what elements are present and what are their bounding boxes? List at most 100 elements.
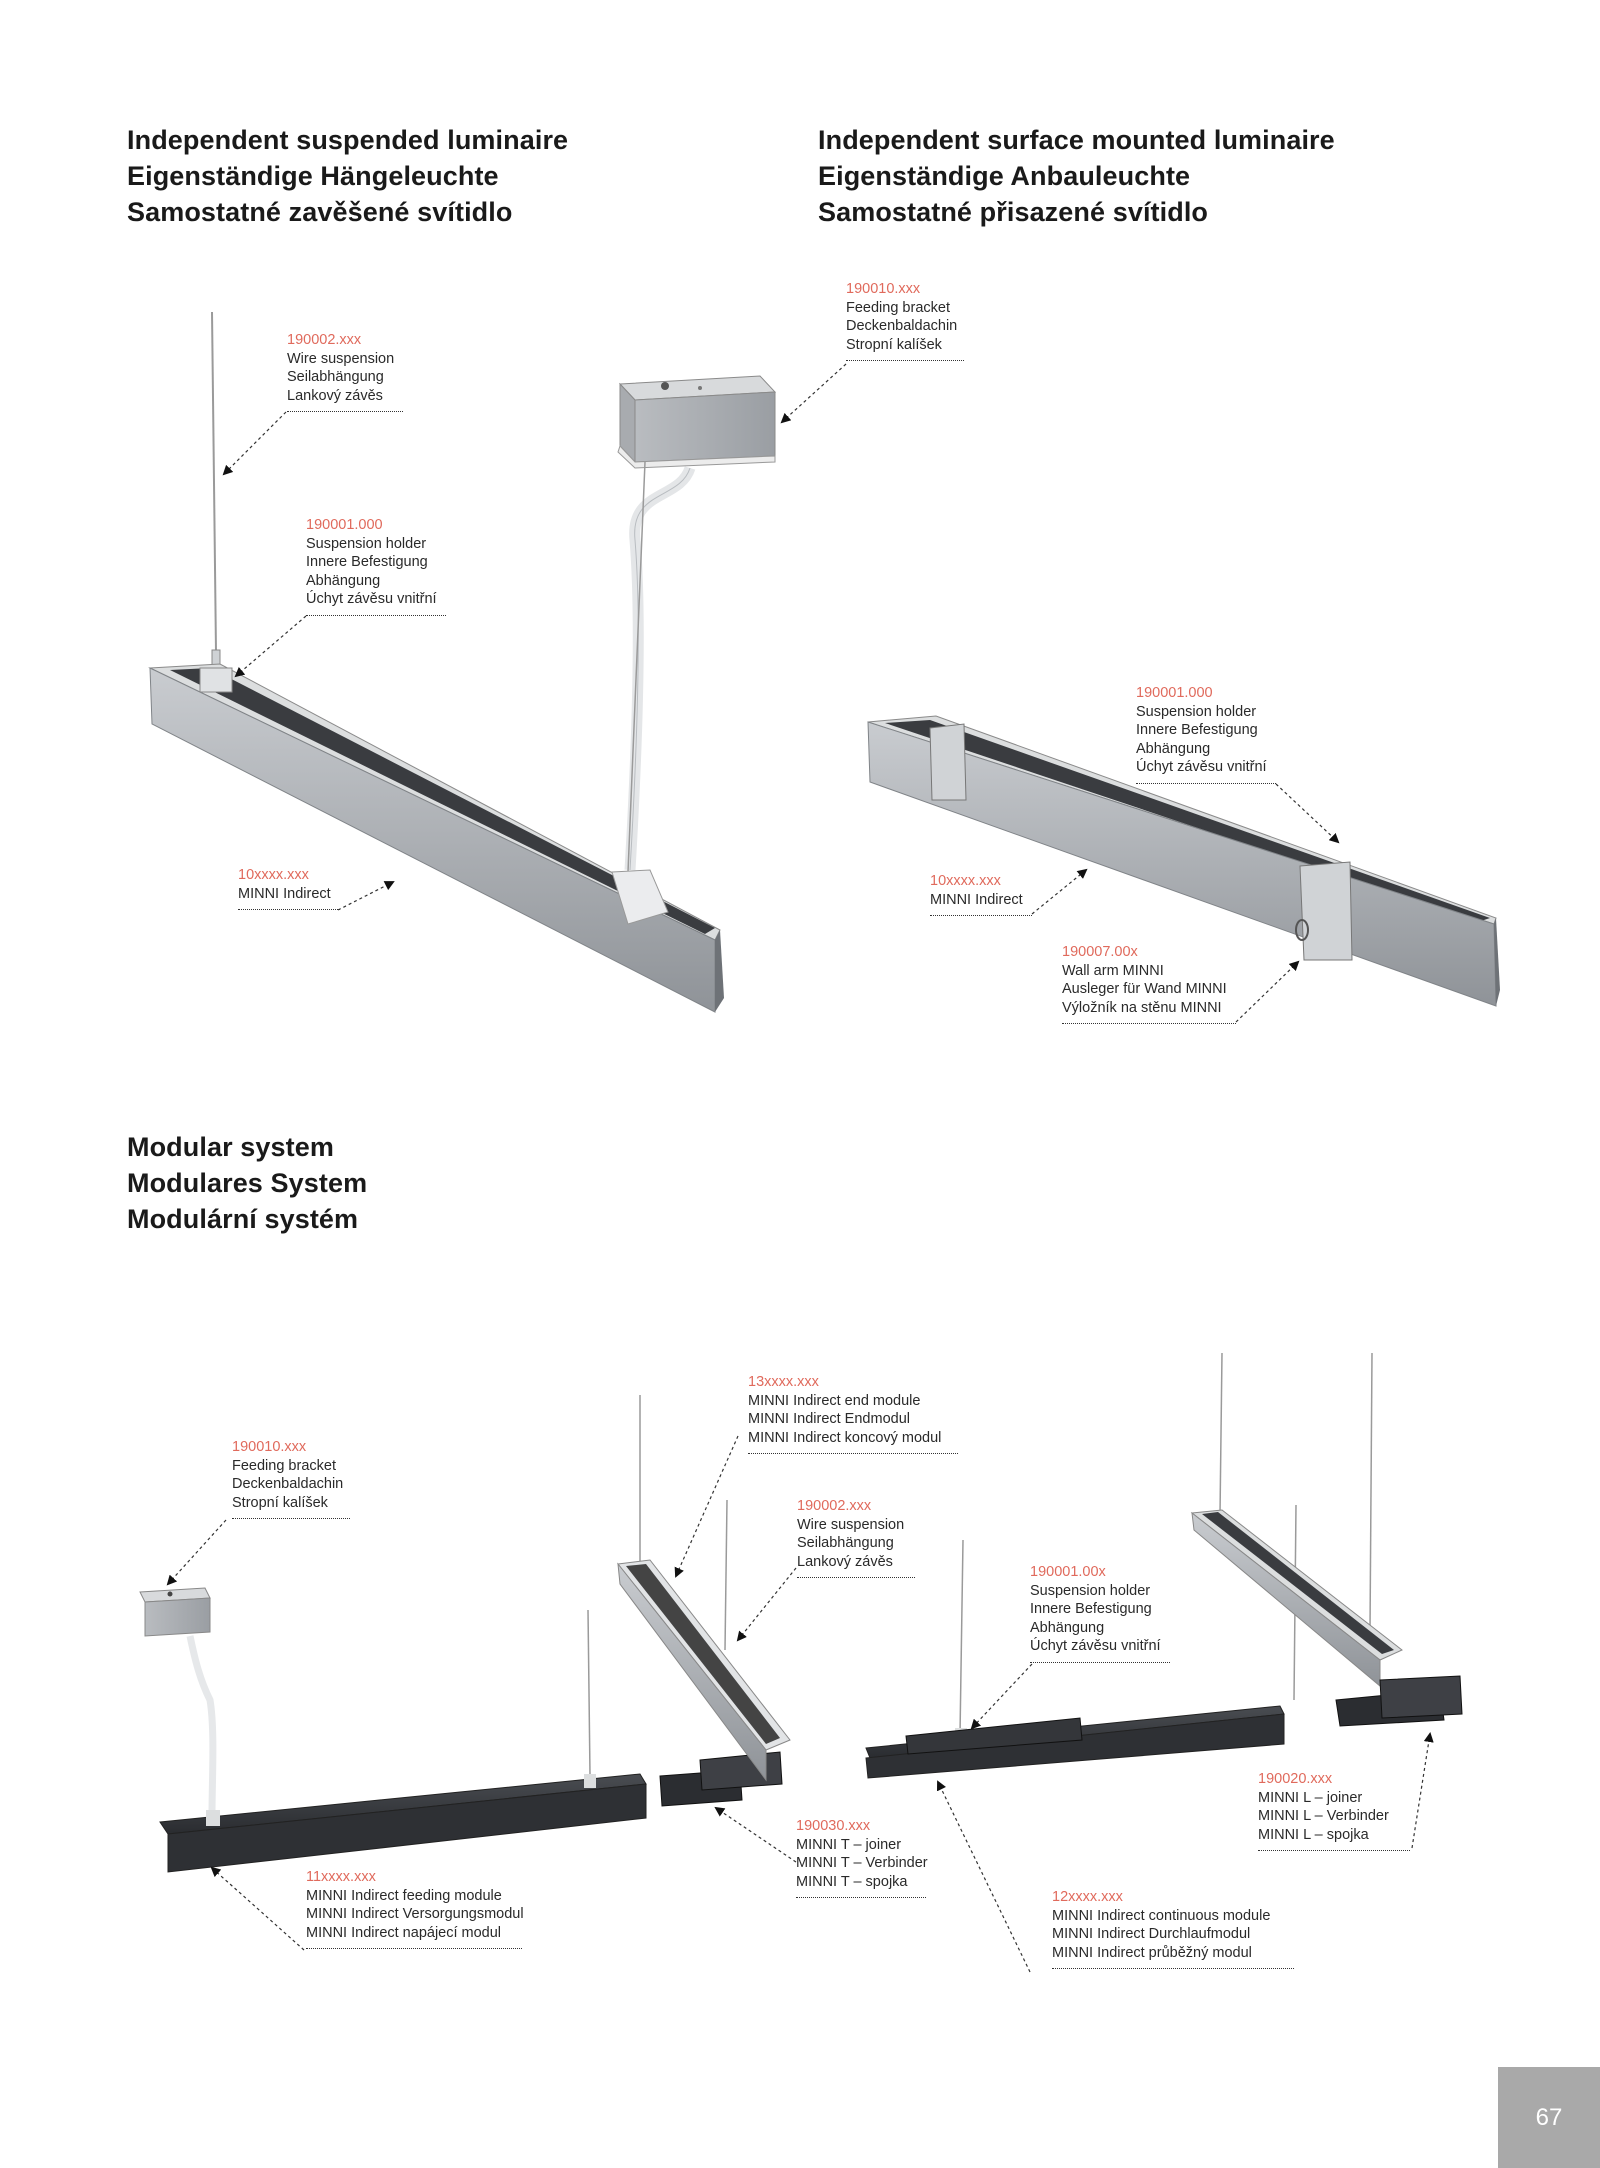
part-name: Innere Befestigung	[1030, 1601, 1152, 1617]
part-name: Innere Befestigung	[306, 554, 428, 570]
heading-line: Independent surface mounted luminaire	[818, 125, 1335, 155]
heading-line: Modulární systém	[127, 1204, 359, 1234]
callout-feeding-bracket: 190010.xxx Feeding bracket Deckenbaldach…	[846, 280, 964, 361]
part-name: MINNI Indirect napájecí modul	[306, 1924, 502, 1941]
part-name: Feeding bracket	[232, 1457, 336, 1474]
callout-end-module: 13xxxx.xxx MINNI Indirect end module MIN…	[748, 1373, 958, 1454]
part-code: 190010.xxx	[232, 1439, 307, 1455]
part-name: Stropní kalíšek	[232, 1494, 328, 1511]
part-name: Seilabhängung	[797, 1535, 894, 1551]
part-name: Lankový závěs	[287, 387, 383, 404]
callout-wire-suspension: 190002.xxx Wire suspension Seilabhängung…	[287, 331, 403, 412]
part-code: 190010.xxx	[846, 281, 921, 297]
part-name: MINNI Indirect continuous module	[1052, 1907, 1271, 1924]
heading-surface-luminaire: Independent surface mounted luminaire Ei…	[818, 122, 1335, 230]
part-name: MINNI Indirect koncový modul	[748, 1429, 942, 1446]
leader-line	[238, 903, 340, 910]
part-name: MINNI T – Verbinder	[796, 1855, 928, 1871]
leader-line	[1062, 1017, 1236, 1024]
part-code: 11xxxx.xxx	[306, 1869, 376, 1885]
part-code: 12xxxx.xxx	[1052, 1889, 1123, 1905]
part-name: Suspension holder	[1030, 1582, 1151, 1599]
part-name: MINNI Indirect průběžný modul	[1052, 1944, 1252, 1961]
part-name: MINNI L – spojka	[1258, 1826, 1369, 1843]
callout-minni-indirect: 10xxxx.xxx MINNI Indirect	[238, 866, 340, 910]
heading-suspended-luminaire: Independent suspended luminaire Eigenstä…	[127, 122, 568, 230]
surface-luminaire-illustration	[867, 715, 1500, 1007]
part-name: Úchyt závěsu vnitřní	[306, 591, 437, 607]
leader-line	[797, 1571, 915, 1578]
part-code: 10xxxx.xxx	[238, 867, 309, 883]
heading-modular-system: Modular system Modulares System Modulárn…	[127, 1129, 367, 1237]
part-code: 190001.000	[306, 517, 383, 533]
leader-line	[1052, 1962, 1294, 1969]
leader-line	[306, 1942, 522, 1949]
part-name: Feeding bracket	[846, 299, 950, 316]
part-name: Wire suspension	[797, 1516, 905, 1533]
part-name: Deckenbaldachin	[232, 1476, 344, 1492]
leader-line	[1136, 777, 1276, 784]
part-name: Innere Befestigung	[1136, 722, 1258, 738]
part-name: MINNI Indirect end module	[748, 1392, 921, 1409]
heading-line: Modulares System	[127, 1168, 368, 1198]
part-name: Seilabhängung	[287, 369, 384, 385]
part-name: Deckenbaldachin	[846, 318, 958, 334]
modular-system-illustration	[139, 1352, 1463, 1873]
part-code: 13xxxx.xxx	[748, 1374, 819, 1390]
callout-t-joiner: 190030.xxx MINNI T – joiner MINNI T – Ve…	[796, 1817, 928, 1898]
callout-continuous-module: 12xxxx.xxx MINNI Indirect continuous mod…	[1052, 1888, 1294, 1969]
page-number-tab: 67	[1498, 2067, 1600, 2168]
leader-line	[796, 1891, 926, 1898]
part-code: 190002.xxx	[797, 1498, 872, 1514]
part-name: MINNI L – joiner	[1258, 1789, 1363, 1806]
part-code: 190007.00x	[1062, 944, 1138, 960]
part-name: Wall arm MINNI	[1062, 962, 1164, 979]
part-name: MINNI Indirect feeding module	[306, 1887, 502, 1904]
part-code: 190001.00x	[1030, 1564, 1106, 1580]
part-name: Úchyt závěsu vnitřní	[1136, 759, 1267, 775]
page-number: 67	[1535, 2104, 1563, 2131]
part-name: Výložník na stěnu MINNI	[1062, 999, 1222, 1016]
part-name: Úchyt závěsu vnitřní	[1030, 1638, 1161, 1654]
part-code: 190002.xxx	[287, 332, 362, 348]
leader-line	[846, 354, 964, 361]
part-name: Stropní kalíšek	[846, 336, 942, 353]
suspended-luminaire-illustration	[148, 311, 777, 1013]
callout-feeding-module: 11xxxx.xxx MINNI Indirect feeding module…	[306, 1868, 524, 1949]
heading-line: Samostatné přisazené svítidlo	[818, 197, 1209, 227]
leader-line	[232, 1512, 350, 1519]
heading-line: Samostatné zavěšené svítidlo	[127, 197, 513, 227]
heading-line: Eigenständige Anbauleuchte	[818, 161, 1191, 191]
leader-line	[1030, 1656, 1170, 1663]
part-name: MINNI Indirect Durchlaufmodul	[1052, 1926, 1251, 1942]
part-name: Abhängung	[306, 572, 381, 589]
part-name: Suspension holder	[1136, 703, 1257, 720]
part-name: MINNI L – Verbinder	[1258, 1808, 1389, 1824]
callout-feeding-bracket: 190010.xxx Feeding bracket Deckenbaldach…	[232, 1438, 350, 1519]
part-name: MINNI Indirect Versorgungsmodul	[306, 1906, 524, 1922]
callout-minni-indirect: 10xxxx.xxx MINNI Indirect	[930, 872, 1032, 916]
callout-wall-arm: 190007.00x Wall arm MINNI Ausleger für W…	[1062, 943, 1236, 1024]
part-name: MINNI Indirect Endmodul	[748, 1411, 910, 1427]
leader-line	[1258, 1844, 1410, 1851]
callout-suspension-holder: 190001.000 Suspension holder Innere Befe…	[306, 516, 446, 616]
callout-l-joiner: 190020.xxx MINNI L – joiner MINNI L – Ve…	[1258, 1770, 1410, 1851]
part-name: MINNI T – spojka	[796, 1873, 908, 1890]
callout-suspension-holder: 190001.00x Suspension holder Innere Befe…	[1030, 1563, 1170, 1663]
part-name: MINNI Indirect	[930, 891, 1023, 908]
part-name: Wire suspension	[287, 350, 395, 367]
heading-line: Modular system	[127, 1132, 334, 1162]
callout-wire-suspension: 190002.xxx Wire suspension Seilabhängung…	[797, 1497, 915, 1578]
heading-line: Eigenständige Hängeleuchte	[127, 161, 499, 191]
leader-line	[287, 405, 403, 412]
part-name: Abhängung	[1136, 740, 1211, 757]
leader-arrows	[166, 363, 1434, 1973]
part-name: MINNI Indirect	[238, 885, 331, 902]
heading-line: Independent suspended luminaire	[127, 125, 569, 155]
part-code: 190020.xxx	[1258, 1771, 1333, 1787]
part-name: MINNI T – joiner	[796, 1836, 902, 1853]
part-name: Ausleger für Wand MINNI	[1062, 981, 1227, 997]
callout-suspension-holder: 190001.000 Suspension holder Innere Befe…	[1136, 684, 1276, 784]
part-name: Abhängung	[1030, 1619, 1105, 1636]
